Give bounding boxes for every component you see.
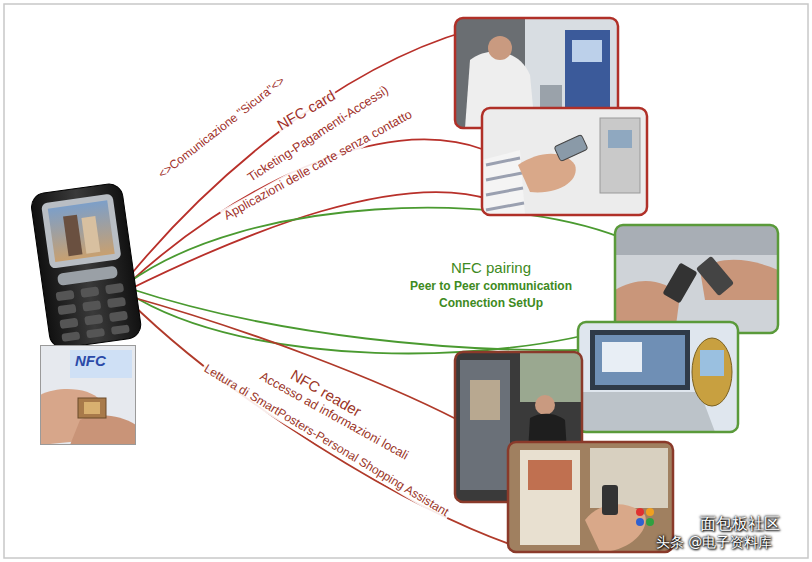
photo-smart-poster — [508, 442, 673, 552]
photo-phones-pairing — [615, 225, 778, 333]
curve-label: NFC pairing — [449, 259, 533, 276]
photo-laptop-pda — [578, 322, 738, 432]
chip-photo-box: NFC — [40, 345, 136, 445]
nfc-chip-photo — [40, 345, 136, 445]
frame — [4, 4, 808, 558]
watermark-logo — [636, 508, 654, 526]
curve-label: Peer to Peer communication — [408, 280, 574, 294]
chip-label: NFC — [75, 352, 106, 369]
mobile-phone — [30, 182, 143, 349]
watermark: 头条 @电子资料库 — [656, 534, 772, 550]
photo-gate-reader — [482, 108, 647, 215]
watermark: 面包板社区 — [700, 515, 780, 533]
curve-label: Connection SetUp — [437, 297, 545, 311]
